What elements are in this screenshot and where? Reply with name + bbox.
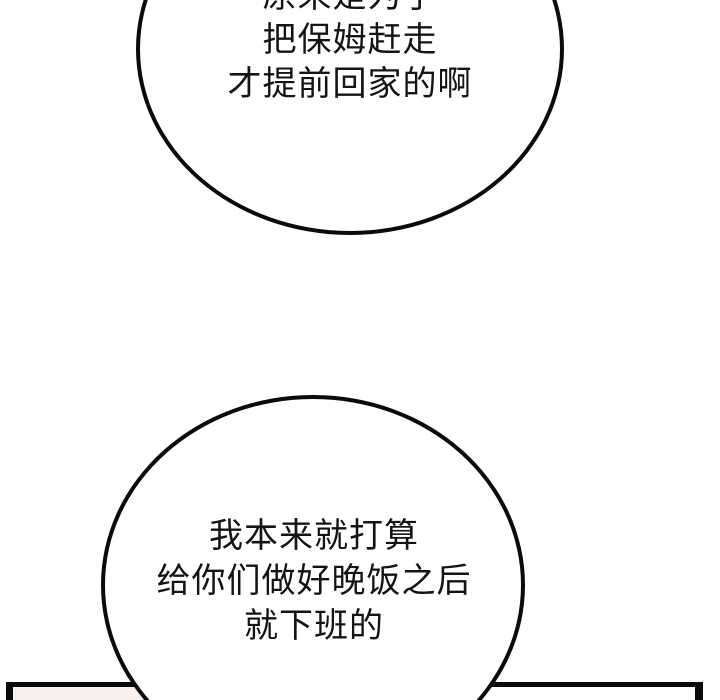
dialogue-line: 给你们做好晚饭之后 — [156, 562, 472, 600]
dialogue-line: 把保姆赶走 — [262, 21, 438, 59]
dialogue-line: 才提前回家的啊 — [227, 65, 473, 103]
speech-bubble-bottom-text: 我本来就打算 给你们做好晚饭之后 就下班的 — [114, 514, 514, 649]
speech-bubble-top-text: 原来是为了 把保姆赶走 才提前回家的啊 — [150, 0, 550, 106]
dialogue-line: 原来是为了 — [150, 0, 550, 18]
dialogue-line: 就下班的 — [244, 607, 384, 645]
dialogue-line: 我本来就打算 — [209, 517, 419, 555]
